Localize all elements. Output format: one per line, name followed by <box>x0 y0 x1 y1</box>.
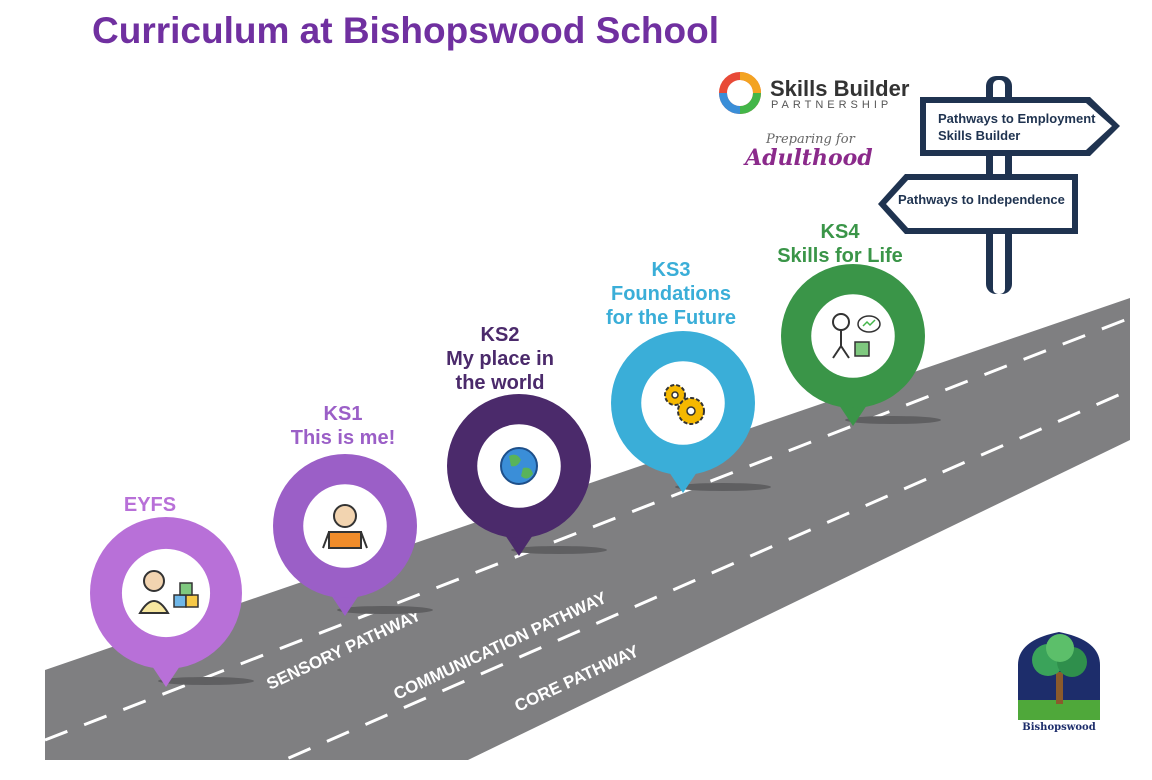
stage-label-ks4: KS4 Skills for Life <box>777 221 903 267</box>
school-crest-icon <box>1018 632 1100 720</box>
person-working-icon <box>832 313 881 359</box>
pin-shadow <box>337 606 433 614</box>
stage-label-ks1: KS1 This is me! <box>290 403 396 449</box>
signpost-employment-label: Pathways to Employment Skills Builder <box>938 111 1096 143</box>
stage-pins <box>90 264 941 687</box>
skills-builder-sub: PARTNERSHIP <box>771 99 893 111</box>
adulthood-pre: Preparing for <box>766 132 855 147</box>
skills-builder-name: Skills Builder <box>770 76 910 101</box>
stage-label-eyfs: EYFS <box>123 494 177 516</box>
stage-pin <box>90 517 254 687</box>
pin-pointer <box>150 663 182 687</box>
baby-with-blocks-icon <box>138 570 199 614</box>
stage-pin <box>273 454 433 616</box>
stage-pin <box>447 394 607 556</box>
stage-pin <box>611 331 771 493</box>
stage-label-ks3: KS3 Foundations for the Future <box>606 259 736 329</box>
adulthood-main: Adulthood <box>745 145 873 171</box>
skills-builder-logo-icon <box>719 72 761 114</box>
pin-shadow <box>675 483 771 491</box>
pin-shadow <box>845 416 941 424</box>
page-title: Curriculum at Bishopswood School <box>92 10 719 51</box>
stage-label-ks2: KS2 My place in the world <box>446 324 554 394</box>
pin-inner <box>811 294 895 378</box>
globe-icon <box>500 447 538 485</box>
road-lane-line <box>44 316 1131 742</box>
pin-pointer <box>329 592 361 616</box>
person-reading-icon <box>322 504 368 549</box>
pin-pointer <box>667 469 699 493</box>
road <box>45 298 1130 760</box>
stage-pin <box>781 264 941 426</box>
pin-pointer <box>837 402 869 426</box>
signpost-independence-label: Pathways to Independence <box>898 192 1065 207</box>
signpost <box>878 76 1120 294</box>
pin-shadow <box>158 677 254 685</box>
pin-pointer <box>503 532 535 556</box>
school-name: Bishopswood <box>1022 722 1096 733</box>
pin-shadow <box>511 546 607 554</box>
pin-inner <box>121 548 211 638</box>
gears-icon <box>664 384 705 425</box>
road-lane-line <box>249 388 1131 777</box>
